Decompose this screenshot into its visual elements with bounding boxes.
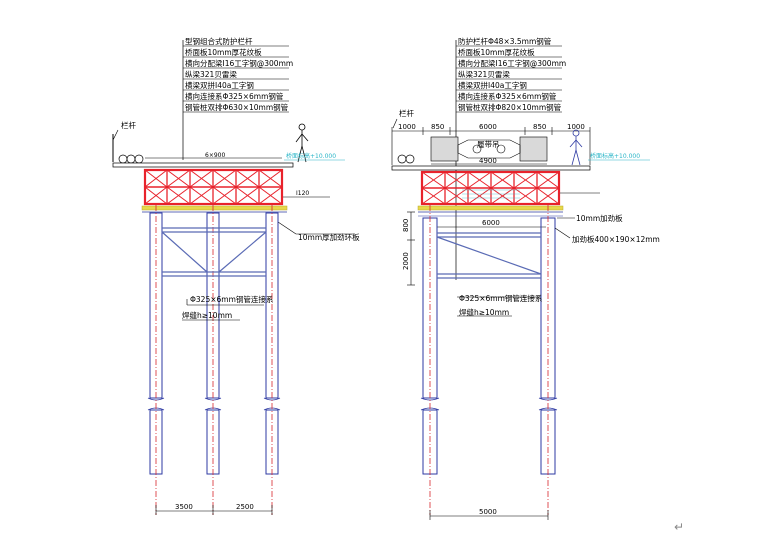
right-crane-label: 履带吊 bbox=[477, 140, 500, 149]
left-callout-1: 桥面板10mm厚花纹板 bbox=[185, 47, 262, 57]
right-truss-shading bbox=[462, 189, 520, 199]
left-deck-plate bbox=[112, 162, 294, 168]
right-callout-6: 钢管桩双排Φ820×10mm钢管 bbox=[458, 102, 562, 112]
left-callout-3: 纵梁321贝雷梁 bbox=[185, 70, 237, 79]
right-width-label: 4900 bbox=[479, 157, 497, 165]
right-side-dims bbox=[407, 211, 415, 286]
left-callout-2: 横向分配梁I16工字钢@300mm bbox=[185, 58, 293, 68]
right-centerlines bbox=[429, 205, 549, 515]
left-weld-label: 焊缝h≥10mm bbox=[182, 310, 232, 320]
pipe-bundle-icon bbox=[118, 154, 144, 164]
right-railing-label: 栏杆 bbox=[399, 108, 414, 118]
right-pipe-brace-label: Φ325×6mm钢管连接系 bbox=[459, 293, 543, 303]
left-railing-label: 栏杆 bbox=[121, 120, 136, 130]
right-weld-label: 焊缝h≥10mm bbox=[459, 307, 509, 317]
right-callout-0: 防护栏杆Φ48×3.5mm钢管 bbox=[458, 36, 552, 46]
left-deck-width: 6×900 bbox=[205, 152, 225, 159]
right-callout-1: 桥面板10mm厚花纹板 bbox=[458, 47, 535, 57]
right-callout-lines bbox=[456, 45, 562, 113]
right-bottom-dim: 5000 bbox=[479, 508, 497, 516]
left-bracing bbox=[161, 227, 267, 277]
right-callout-2: 横向分配梁I16工字钢@300mm bbox=[458, 58, 566, 68]
left-bottom-dims bbox=[155, 505, 273, 515]
right-plate-label: 加劲板400×190×12mm bbox=[572, 234, 660, 244]
left-pile-breaks bbox=[147, 397, 281, 411]
right-piles bbox=[422, 217, 556, 475]
left-callout-4: 横梁双拼I40a工字钢 bbox=[185, 80, 254, 90]
right-bracing bbox=[436, 232, 542, 279]
right-stiffener-label: 10mm加劲板 bbox=[576, 213, 623, 223]
left-callout-5: 横向连接系Φ325×6mm钢管 bbox=[185, 91, 284, 101]
right-deck-plate bbox=[391, 165, 591, 171]
right-bottom-dims bbox=[429, 510, 549, 520]
left-elevation-label: 桥面标高+10.000 bbox=[286, 152, 336, 160]
left-callout-lines bbox=[183, 45, 289, 113]
right-top-dim-2: 6000 bbox=[479, 123, 497, 131]
right-top-dim-3: 850 bbox=[533, 123, 546, 131]
right-cap-beam bbox=[417, 205, 564, 211]
left-pipe-brace-label: Φ325×6mm钢管连接系 bbox=[190, 294, 274, 304]
right-callout-4: 横梁双拼I40a工字钢 bbox=[458, 80, 527, 90]
right-top-dim-1: 850 bbox=[431, 123, 444, 131]
right-top-dim-0: 1000 bbox=[398, 123, 416, 131]
return-arrow-icon: ↵ bbox=[674, 520, 684, 534]
left-callout-0: 型钢组合式防护栏杆 bbox=[185, 36, 253, 46]
left-section: 型钢组合式防护栏杆 桥面板10mm厚花纹板 横向分配梁I16工字钢@300mm … bbox=[112, 36, 360, 515]
left-truss bbox=[143, 168, 284, 206]
left-cap-beam bbox=[141, 205, 288, 211]
right-elevation-label: 桥面标高+10.000 bbox=[590, 152, 640, 160]
left-dim-right: 2500 bbox=[236, 503, 254, 511]
right-truss bbox=[420, 170, 561, 206]
left-centerlines bbox=[155, 205, 273, 515]
right-side-dim-upper: 800 bbox=[402, 219, 410, 232]
worker-icon bbox=[295, 123, 309, 163]
right-section: 防护栏杆Φ48×3.5mm钢管 桥面板10mm厚花纹板 横向分配梁I16工字钢@… bbox=[391, 36, 660, 520]
right-crane-tracks bbox=[430, 136, 548, 162]
right-side-dim-lower: 2000 bbox=[402, 252, 410, 270]
left-piles bbox=[149, 212, 279, 475]
left-beam-label: I120 bbox=[296, 190, 309, 197]
right-callout-3: 纵梁321贝雷梁 bbox=[458, 70, 510, 79]
right-callout-5: 横向连接系Φ325×6mm钢管 bbox=[458, 91, 557, 101]
right-top-dims bbox=[391, 127, 591, 165]
left-ring-plate-label: 10mm厚加劲环板 bbox=[298, 232, 360, 242]
left-callout-6: 钢管桩双排Φ630×10mm钢管 bbox=[185, 102, 289, 112]
worker-icon bbox=[569, 129, 583, 166]
right-span-label: 6000 bbox=[482, 219, 500, 227]
right-pile-breaks bbox=[420, 397, 558, 411]
right-top-dim-4: 1000 bbox=[567, 123, 585, 131]
pipe-bundle-icon bbox=[397, 154, 415, 164]
left-dim-left: 3500 bbox=[175, 503, 193, 511]
